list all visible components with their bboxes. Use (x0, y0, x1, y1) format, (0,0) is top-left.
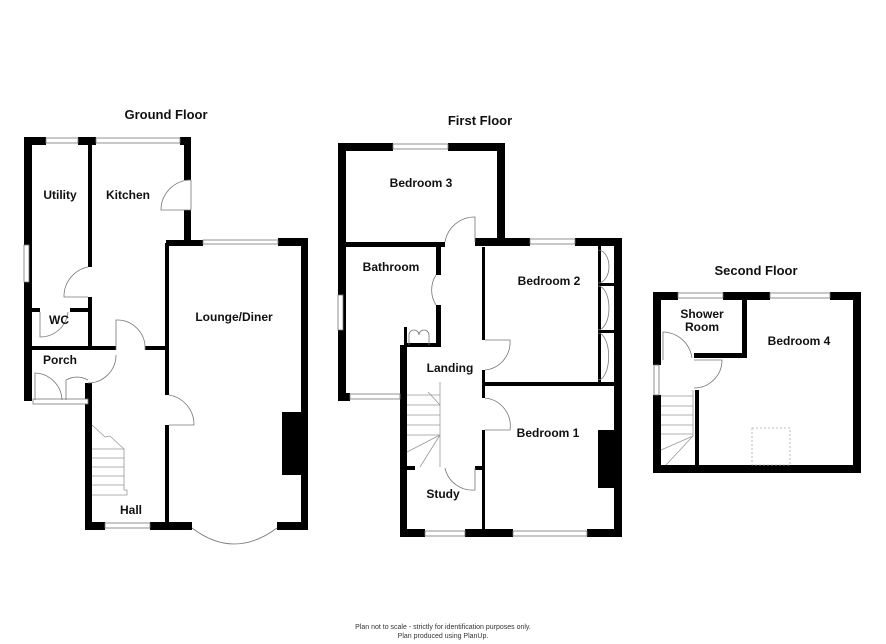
room-label-hall: Hall (120, 503, 142, 517)
walls (653, 292, 861, 473)
windows (653, 292, 831, 396)
room-label-porch: Porch (43, 353, 77, 367)
second-floor-plan: Second Floor Shower Room Bedroo (653, 263, 861, 473)
room-label-kitchen: Kitchen (106, 188, 150, 202)
fireplace (598, 430, 614, 488)
room-label-bedroom-2: Bedroom 2 (518, 274, 581, 288)
staircase (406, 382, 441, 468)
windows (23, 137, 279, 545)
doors (34, 179, 195, 426)
ground-floor-title: Ground Floor (124, 107, 207, 122)
staircase (660, 390, 694, 466)
windows (337, 143, 588, 537)
loft-hatch (751, 427, 791, 466)
second-floor-title: Second Floor (714, 263, 797, 278)
room-label-bedroom-1: Bedroom 1 (517, 426, 580, 440)
first-floor-plan: First Floor (337, 113, 622, 537)
fireplace (282, 412, 301, 475)
room-label-shower-room-line1: Shower (680, 307, 724, 321)
room-label-study: Study (426, 487, 460, 501)
produced-by-text: Plan produced using PlanUp. (397, 633, 489, 640)
room-label-wc: WC (49, 313, 69, 327)
disclaimer-text: Plan not to scale - strictly for identif… (355, 624, 531, 631)
room-label-bedroom-4: Bedroom 4 (768, 334, 831, 348)
room-label-lounge-diner: Lounge/Diner (195, 310, 273, 324)
room-label-bedroom-3: Bedroom 3 (390, 176, 453, 190)
doors (408, 216, 610, 491)
ground-floor-plan: Ground Floor (23, 107, 308, 545)
first-floor-title: First Floor (448, 113, 512, 128)
walls (338, 143, 622, 537)
staircase (91, 424, 128, 496)
room-label-shower-room-line2: Room (685, 320, 719, 334)
room-label-utility: Utility (43, 188, 77, 202)
doors (662, 331, 723, 389)
room-label-landing: Landing (427, 361, 474, 375)
room-label-bathroom: Bathroom (363, 260, 420, 274)
